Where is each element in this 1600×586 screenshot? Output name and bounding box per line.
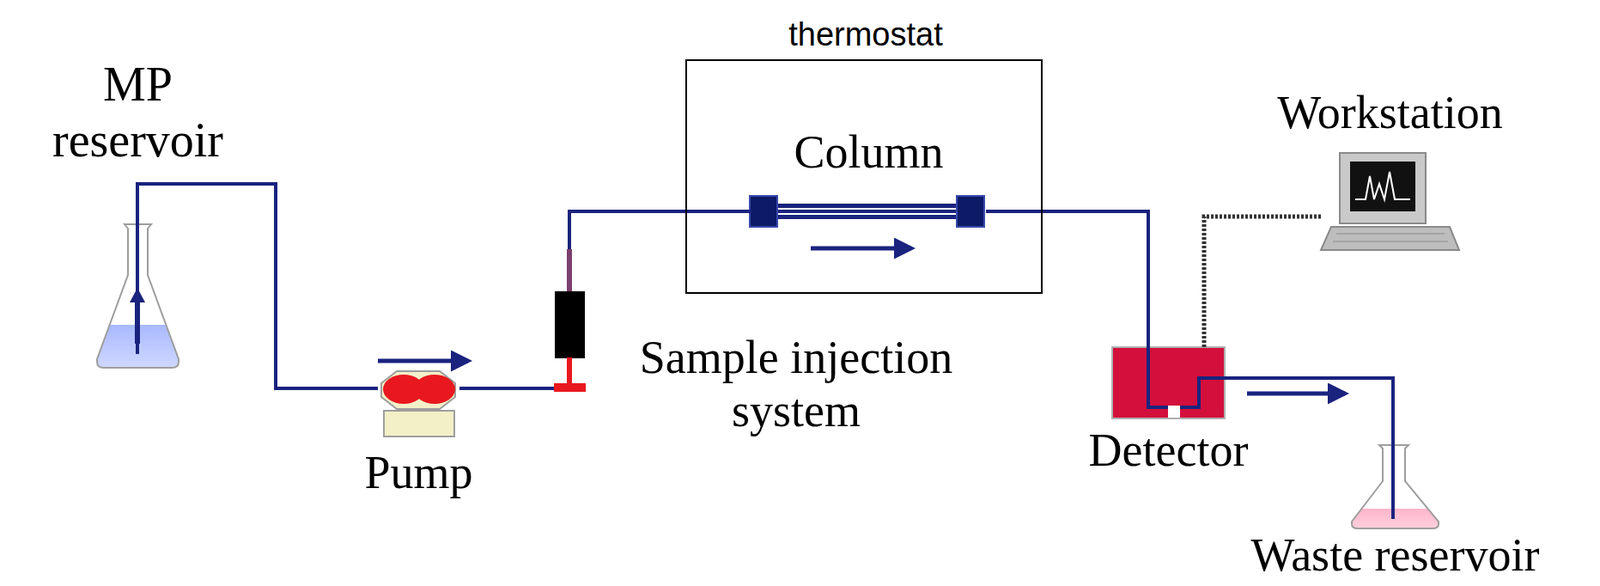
- part-label: Column: [793, 125, 943, 179]
- detector-symbol: [1112, 346, 1225, 419]
- part-label: Detector: [1088, 423, 1249, 477]
- part-label: Sample injection system: [590, 330, 1003, 438]
- flow-arrow: [810, 246, 912, 251]
- computer-symbol: [1320, 152, 1460, 250]
- workstation-box: Workstation: [1320, 152, 1460, 250]
- injector-box: Sample injection system: [553, 249, 586, 396]
- part-label: MP reservoir: [52, 56, 224, 168]
- part-label: thermostat: [788, 16, 943, 55]
- part-label: Waste reservoir: [1251, 531, 1540, 578]
- pump-box: Pump: [377, 369, 460, 439]
- tubing-line: [985, 211, 1149, 347]
- injector-symbol: [553, 249, 586, 392]
- column-box: Column: [751, 197, 986, 229]
- part-label: Pump: [364, 445, 473, 499]
- waste-flask-box: Waste reservoir: [1351, 444, 1439, 529]
- tubing-line: [137, 183, 378, 389]
- waste-flask: [1351, 444, 1439, 529]
- flow-arrow: [377, 358, 469, 364]
- tubing-line: [569, 211, 752, 250]
- tubing-line: [459, 386, 554, 390]
- part-label: Workstation: [1277, 85, 1503, 140]
- thermostat-box: Columnthermostat: [685, 59, 1043, 294]
- flow-arrow: [1247, 391, 1345, 396]
- column-symbol: [749, 195, 985, 227]
- detector-box: Detector: [1112, 346, 1225, 419]
- pump-symbol: [381, 371, 456, 437]
- mp-flask: [97, 224, 179, 368]
- signal-cable: [1204, 216, 1321, 347]
- reservoir-flask: MP reservoir: [97, 224, 179, 368]
- tubing-line: [1224, 377, 1394, 445]
